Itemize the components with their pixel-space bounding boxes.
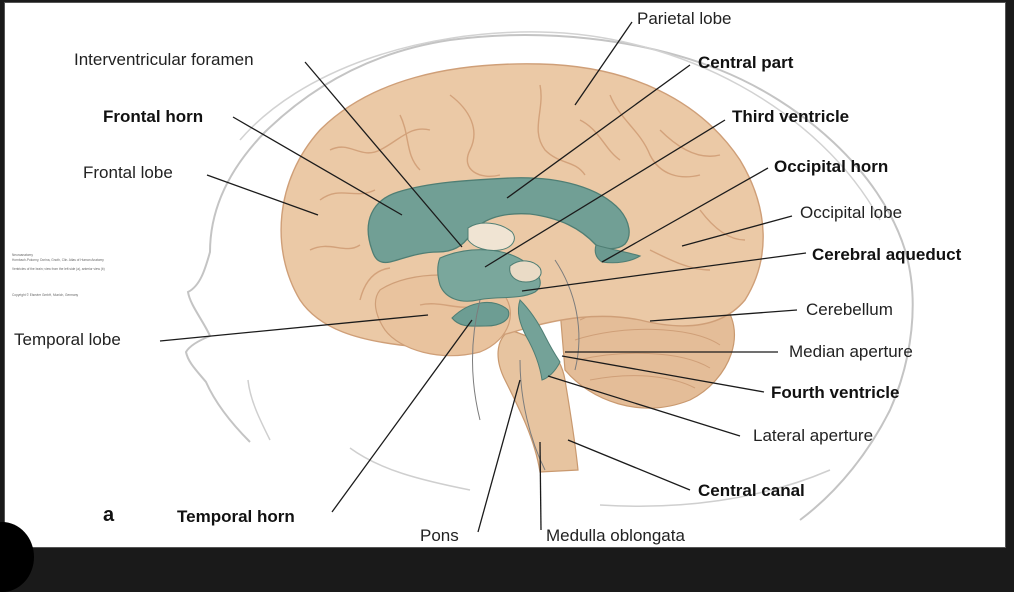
label-cerebellum: Cerebellum [806,300,893,319]
label-central-canal: Central canal [698,481,805,500]
label-occipital-lobe: Occipital lobe [800,203,902,222]
label-frontal-lobe: Frontal lobe [83,163,173,182]
caption-line-3: Ventricles of the brain; view from the l… [12,267,105,271]
label-frontal-horn: Frontal horn [103,107,203,126]
label-lateral-aperture: Lateral aperture [753,426,873,445]
label-parietal-lobe: Parietal lobe [637,9,732,28]
label-central-part: Central part [698,53,794,72]
label-pons: Pons [420,526,459,545]
label-occipital-horn: Occipital horn [774,157,888,176]
label-temporal-lobe: Temporal lobe [14,330,121,349]
midbrain-loop [510,261,541,282]
label-interventricular-foramen: Interventricular foramen [74,50,254,69]
caption-line-2: Hornbach-Pokorny, Dorina, Gnoth, Clin. A… [12,258,104,262]
label-median-aperture: Median aperture [789,342,913,361]
caption-line-1: Neuroanatomy [12,253,33,257]
figure-caption: Neuroanatomy Hornbach-Pokorny, Dorina, G… [12,253,105,297]
label-medulla-oblongata: Medulla oblongata [546,526,685,545]
figure-letter: a [103,504,115,526]
label-temporal-horn: Temporal horn [177,507,295,526]
caption-line-4: Copyright © Elsevier GmbH, Munich, Germa… [12,293,79,297]
ventricles-diagram: Parietal lobe Interventricular foramen C… [0,0,1014,554]
label-cerebral-aqueduct: Cerebral aqueduct [812,245,962,264]
label-fourth-ventricle: Fourth ventricle [771,383,899,402]
label-third-ventricle: Third ventricle [732,107,849,126]
